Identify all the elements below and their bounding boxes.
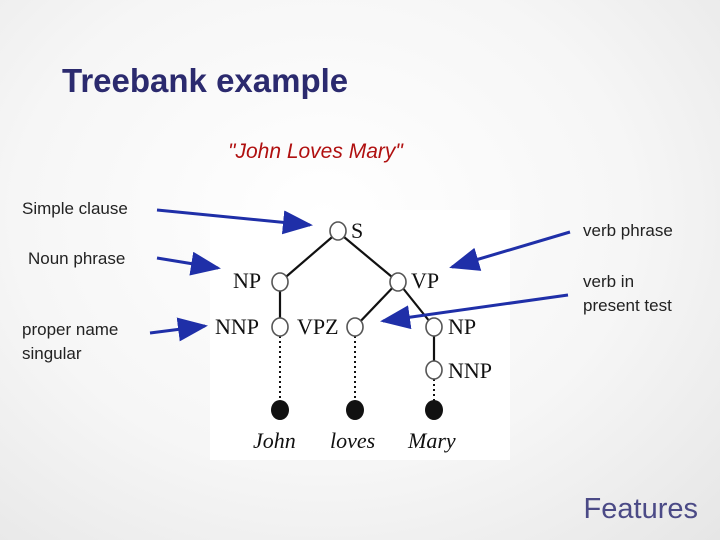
slide-subtitle: "John Loves Mary" — [228, 140, 403, 163]
label-verb-phrase: verb phrase — [583, 221, 673, 240]
leaf-label-loves: loves — [330, 428, 375, 453]
slide-title: Treebank example — [62, 62, 349, 99]
label-verb-present-line2: present test — [583, 296, 672, 315]
node-nnp1 — [271, 317, 289, 337]
arrow-verb-phrase — [449, 230, 571, 271]
node-label-nnp1: NNP — [215, 314, 259, 339]
node-vp — [389, 272, 407, 292]
leaf-label-mary: Mary — [407, 428, 456, 453]
label-verb-present-line1: verb in — [583, 272, 635, 291]
node-label-s: S — [351, 218, 363, 243]
edge-vp-vpz — [354, 281, 399, 328]
arrow-noun-phrase — [156, 251, 221, 276]
edge-vp-np2 — [397, 281, 435, 328]
label-verb-present: verb in present test — [583, 270, 672, 318]
label-proper-name: proper name singular — [22, 318, 118, 366]
label-proper-name-line2: singular — [22, 344, 82, 363]
node-np2 — [425, 317, 443, 337]
edge-s-np — [279, 231, 339, 283]
label-simple-clause: Simple clause — [22, 199, 128, 218]
leaf-node-john — [271, 400, 289, 420]
node-label-np2: NP — [448, 314, 476, 339]
arrow-simple-clause — [156, 208, 313, 235]
features-link[interactable]: Features — [583, 493, 698, 525]
label-proper-name-line1: proper name — [22, 320, 119, 339]
arrow-proper-name — [149, 317, 208, 342]
leaf-node-loves — [346, 400, 364, 420]
leaf-node-mary — [425, 400, 443, 420]
node-label-nnp2: NNP — [448, 358, 492, 383]
node-vpz — [346, 317, 364, 337]
arrow-verb-present — [380, 293, 569, 330]
node-nnp2 — [425, 360, 443, 380]
leaf-label-john: John — [253, 428, 296, 453]
node-label-vpz: VPZ — [297, 314, 339, 339]
node-s — [329, 221, 347, 241]
label-noun-phrase: Noun phrase — [28, 249, 126, 268]
node-np — [271, 272, 289, 292]
edge-s-vp — [337, 231, 399, 283]
node-label-vp: VP — [411, 268, 439, 293]
node-label-np: NP — [233, 268, 261, 293]
